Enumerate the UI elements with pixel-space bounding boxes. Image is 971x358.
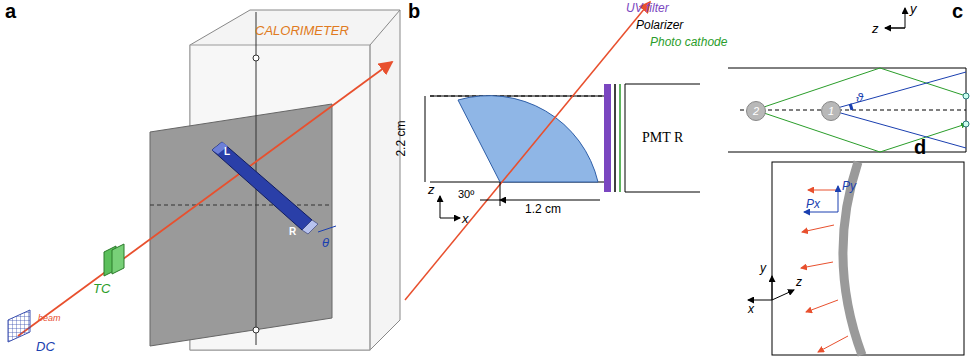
axis-label: x [462, 212, 469, 226]
part-name: beam [38, 314, 61, 324]
part-name: Polarizer [636, 19, 683, 32]
source-point: 1 [821, 101, 841, 121]
part-name: UV filter [626, 2, 669, 15]
part-name: DC [36, 340, 55, 354]
source-point: 2 [746, 101, 766, 121]
vector-label: Px [806, 198, 820, 211]
end-label: L [224, 146, 230, 157]
dimension: 1.2 cm [525, 203, 561, 216]
axis-label: z [796, 276, 802, 289]
axis-label: x [748, 303, 754, 316]
part-name: Photo cathode [650, 36, 727, 49]
panel-letter: c [952, 0, 963, 22]
point-number: 2 [753, 105, 759, 117]
axis-label: y [760, 262, 766, 275]
angle-label: θ [322, 236, 329, 250]
point-number: 1 [828, 105, 834, 117]
panel-letter: d [914, 136, 926, 158]
angle-label: ϑ [856, 91, 863, 105]
panel-letter: a [5, 0, 16, 22]
vector-label: Py [842, 180, 856, 193]
dimension: 2.2 cm [395, 121, 408, 157]
axis-label: z [872, 22, 879, 36]
axis-label: y [910, 2, 917, 16]
axis-label: z [428, 183, 435, 197]
end-label: R [289, 226, 296, 237]
dimension: 30º [458, 188, 474, 200]
part-name: CALORIMETER [255, 24, 349, 38]
panel-letter: b [408, 0, 420, 22]
part-name: PMT R [642, 130, 683, 145]
part-name: TC [93, 282, 110, 296]
